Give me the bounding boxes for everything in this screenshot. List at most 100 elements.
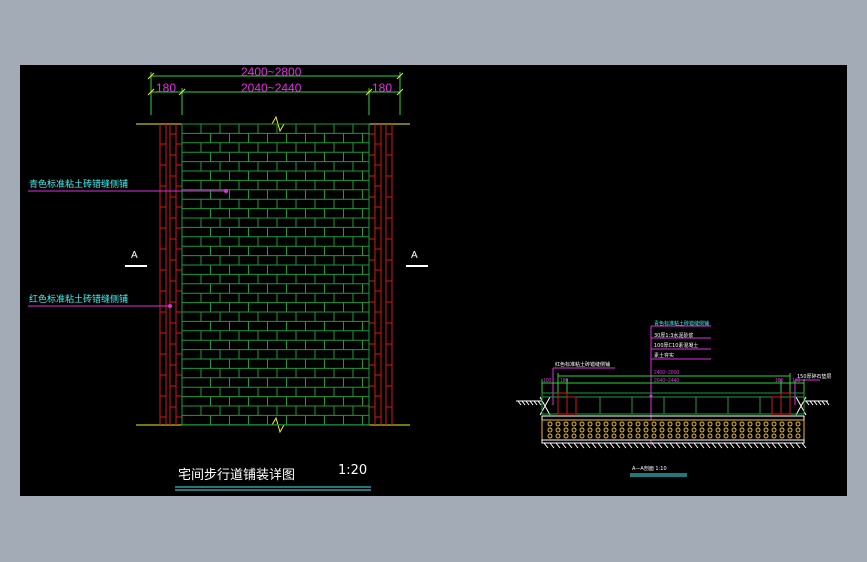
gravel-stone	[571, 421, 577, 427]
plan-dim-middle: 2040~2440	[241, 81, 302, 95]
soil-hatch-stroke	[615, 442, 621, 449]
soil-hatch-stroke	[555, 442, 561, 449]
section-soil-hatch	[543, 442, 807, 449]
gravel-stone	[763, 421, 769, 427]
soil-hatch-stroke	[645, 442, 651, 449]
gravel-stone	[643, 433, 649, 439]
gravel-stone	[739, 421, 745, 427]
plan-title: 宅间步行道铺装详图	[178, 468, 296, 483]
gravel-stone	[683, 421, 689, 427]
gravel-stone	[699, 427, 705, 433]
soil-hatch-stroke	[651, 442, 657, 449]
leader-dot-green	[224, 189, 228, 193]
gravel-stone	[635, 427, 641, 433]
gravel-stone	[675, 433, 681, 439]
section-dim-right-edge: 180	[775, 378, 784, 384]
gravel-stone	[747, 421, 753, 427]
soil-hatch-stroke	[723, 442, 729, 449]
gravel-stone	[675, 421, 681, 427]
soil-hatch-stroke	[693, 442, 699, 449]
soil-hatch-stroke	[591, 442, 597, 449]
gravel-stone	[739, 427, 745, 433]
soil-hatch-stroke	[717, 442, 723, 449]
gravel-stone	[579, 433, 585, 439]
gravel-stone	[547, 421, 553, 427]
gravel-stone	[667, 421, 673, 427]
gravel-stone	[731, 433, 737, 439]
gravel-stone	[627, 427, 633, 433]
plan-dim-overall: 2400~2800	[241, 65, 302, 79]
soil-hatch-stroke	[621, 442, 627, 449]
drawing-svg	[28, 72, 830, 491]
soil-hatch-stroke	[711, 442, 717, 449]
gravel-stone	[571, 427, 577, 433]
gravel-stone	[603, 421, 609, 427]
gravel-stone	[659, 427, 665, 433]
ground-hatch-stroke	[817, 400, 822, 406]
gravel-stone	[619, 427, 625, 433]
gravel-stone	[619, 433, 625, 439]
gravel-stone	[771, 433, 777, 439]
gravel-stone	[547, 427, 553, 433]
soil-hatch-stroke	[579, 442, 585, 449]
soil-hatch-stroke	[639, 442, 645, 449]
plan-note-red-brick: 红色标准粘土砖错缝侧铺	[29, 295, 129, 305]
gravel-stone	[787, 433, 793, 439]
section-layer-1: 青色标准粘土砖错缝侧铺	[654, 321, 710, 327]
gravel-stone	[763, 427, 769, 433]
plan-dimension-ticks	[147, 72, 404, 96]
soil-hatch-stroke	[753, 442, 759, 449]
section-dim-left-outer: 100	[543, 378, 552, 384]
plan-dim-right-edge: 180	[372, 81, 393, 95]
soil-hatch-stroke	[687, 442, 693, 449]
gravel-stone	[659, 421, 665, 427]
ground-hatch-stroke	[529, 400, 534, 406]
ground-hatch-stroke	[805, 400, 810, 406]
gravel-stone	[611, 421, 617, 427]
gravel-stone	[763, 433, 769, 439]
gravel-stone	[563, 427, 569, 433]
soil-hatch-stroke	[603, 442, 609, 449]
section-dim-overall: 2400~2800	[654, 370, 680, 376]
gravel-stone	[635, 421, 641, 427]
section-gravel-pattern	[547, 421, 801, 439]
soil-hatch-stroke	[735, 442, 741, 449]
gravel-stone	[739, 433, 745, 439]
gravel-stone	[707, 433, 713, 439]
plan-title-underline	[175, 486, 371, 491]
plan-red-border-right	[368, 124, 393, 425]
soil-hatch-stroke	[609, 442, 615, 449]
gravel-stone	[675, 427, 681, 433]
gravel-stone	[755, 427, 761, 433]
gravel-stone	[779, 433, 785, 439]
soil-hatch-stroke	[741, 442, 747, 449]
section-layer-2: 30厚1:3水泥砂浆	[654, 333, 694, 339]
gravel-stone	[651, 433, 657, 439]
gravel-stone	[715, 433, 721, 439]
soil-hatch-stroke	[543, 442, 549, 449]
plan-section-mark-left: A	[131, 250, 138, 261]
gravel-stone	[651, 421, 657, 427]
gravel-stone	[731, 427, 737, 433]
plan-section-mark-right: A	[411, 250, 418, 261]
plan-dim-left-edge: 180	[156, 81, 177, 95]
soil-hatch-stroke	[585, 442, 591, 449]
drawing-canvas: 2400~2800 180 2040~2440 180 青色标准粘土砖错缝侧铺 …	[20, 65, 847, 496]
section-title: A—A剖面 1:10	[632, 466, 667, 472]
gravel-stone	[723, 433, 729, 439]
gravel-stone	[611, 433, 617, 439]
gravel-stone	[547, 433, 553, 439]
gravel-stone	[659, 433, 665, 439]
gravel-stone	[723, 427, 729, 433]
ground-hatch-stroke	[813, 400, 818, 406]
soil-hatch-stroke	[597, 442, 603, 449]
gravel-stone	[595, 421, 601, 427]
gravel-stone	[571, 433, 577, 439]
section-layer-4: 素土夯实	[654, 353, 675, 359]
gravel-stone	[715, 421, 721, 427]
section-dim-left-edge: 180	[560, 378, 569, 384]
gravel-stone	[747, 427, 753, 433]
gravel-stone	[787, 427, 793, 433]
gravel-stone	[555, 421, 561, 427]
plan-red-joints	[160, 133, 392, 418]
